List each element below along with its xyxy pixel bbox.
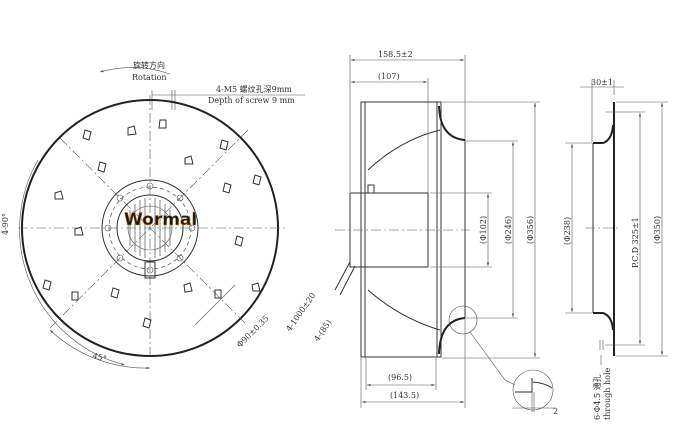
dim-143-5: (143.5): [390, 391, 419, 400]
blade-tips: [42, 119, 262, 329]
dim-phi356: (Φ356): [526, 216, 535, 244]
dim-lead-85: 4-(85): [312, 318, 333, 343]
back-plate: [360, 101, 366, 358]
holes-label-cn: 6-Φ4.5 通孔: [592, 374, 602, 420]
dim-detail-gap: 2: [553, 407, 558, 416]
dim-lead-length: 4-1000±20: [284, 291, 317, 333]
dim-phi350: (Φ350): [653, 216, 662, 244]
dim-phi246: (Φ246): [504, 216, 513, 244]
angle-45: 45°: [91, 351, 107, 363]
detail-bubble: [512, 369, 554, 411]
side-view: 158.5±2 (107) (Φ102) (Φ246) (Φ356) (96.5…: [334, 50, 558, 416]
dim-thickness: 30±1: [591, 78, 613, 87]
dim-107: (107): [378, 72, 400, 81]
shroud-edge: [436, 101, 442, 358]
dim-pcd: P.C.D 325±1: [631, 217, 640, 268]
dim-overall-length: 158.5±2: [378, 50, 413, 59]
rotation-label-en: Rotation: [132, 73, 167, 82]
rotation-arrow-icon: [99, 67, 171, 75]
dim-phi238: (Φ238): [563, 217, 572, 245]
wormal-logo: Wormal: [124, 210, 197, 230]
holes-label-en: through hole: [603, 367, 612, 420]
motor-flange: [101, 179, 199, 277]
dim-phi102: (Φ102): [479, 216, 488, 244]
detail-marker: [448, 305, 478, 335]
inlet-ring-view: 30±1 (Φ238) P.C.D 325±1 (Φ350) 6-Φ4.5 通孔…: [563, 78, 668, 420]
dim-96-5: (96.5): [388, 373, 412, 382]
front-view: 旋转方向 Rotation 4-M5 螺纹孔深9mm Depth of scre…: [1, 60, 334, 370]
rotation-label-cn: 旋转方向: [133, 60, 165, 70]
screw-label-cn: 4-M5 螺纹孔深9mm: [216, 84, 292, 94]
angle-4x90: 4-90°: [1, 213, 10, 235]
screw-label-en: Depth of screw 9 mm: [208, 96, 295, 105]
